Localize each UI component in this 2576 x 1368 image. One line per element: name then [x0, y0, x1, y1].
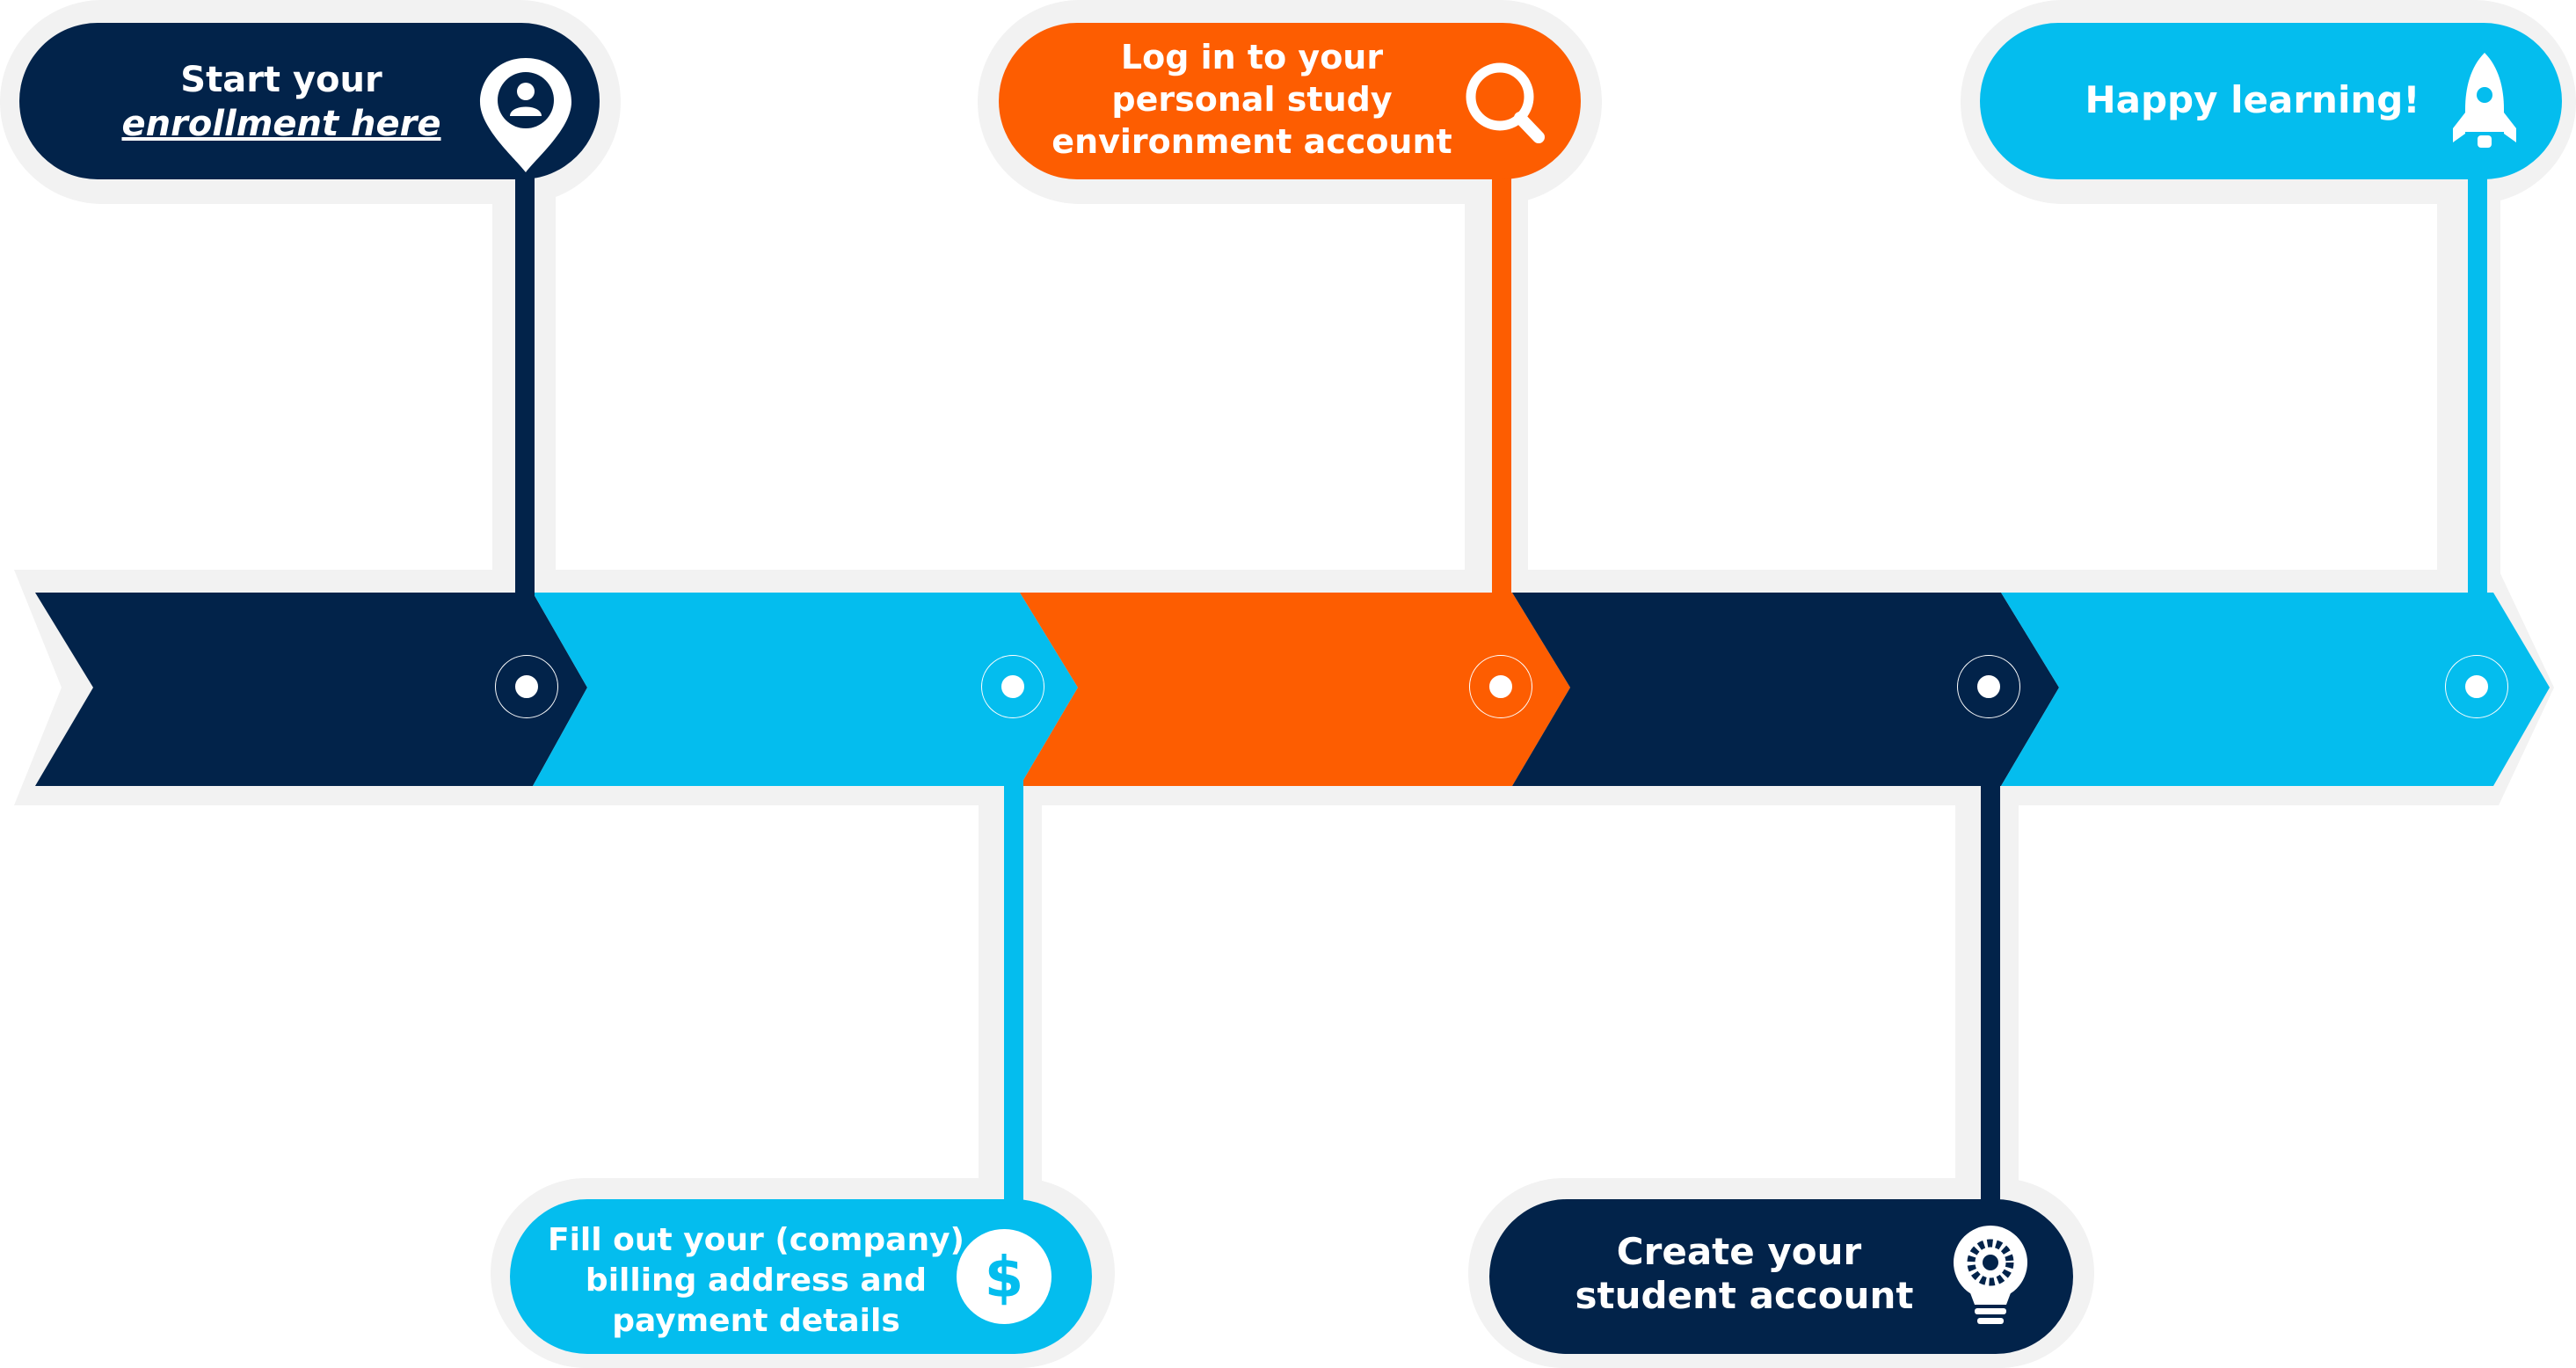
step-billing-line-2: billing address and [586, 1262, 927, 1299]
connector-line-5 [2468, 176, 2487, 686]
step-login-pill [999, 23, 1581, 179]
enrollment-link[interactable]: enrollment here [121, 104, 440, 144]
step-create-account-line-1: Create your [1617, 1230, 1862, 1273]
step-start-enrollment: Start your enrollment here [19, 23, 600, 179]
step-happy-learning-pill [1980, 23, 2562, 179]
step-billing-line-3: payment details [612, 1303, 900, 1339]
connector-line-2 [1004, 686, 1023, 1213]
step-login-line-3: environment account [1052, 122, 1452, 161]
connector-line-1 [515, 176, 535, 686]
step-happy-learning-text: Happy learning! [2085, 78, 2420, 121]
step-login: Log in to your personal study environmen… [999, 23, 1581, 179]
hook-2 [982, 656, 1044, 717]
location-pin-user-icon [480, 58, 571, 172]
chevron-segment-3 [1020, 593, 1570, 786]
step-create-account-line-2: student account [1575, 1274, 1914, 1317]
dollar-icon: $ [957, 1229, 1052, 1324]
search-icon [1466, 62, 1545, 143]
hook-1 [496, 656, 557, 717]
step-billing-pill [510, 1199, 1092, 1354]
connector-line-4 [1981, 686, 2000, 1213]
step-login-line-1: Log in to your [1121, 38, 1383, 76]
connector-line-3 [1492, 176, 1511, 686]
hook-5 [2446, 656, 2507, 717]
step-happy-learning: Happy learning! [1980, 23, 2562, 179]
step-start-enrollment-pill [19, 23, 600, 179]
chevron-segment-1 [35, 593, 587, 786]
chevron-bar [35, 593, 2550, 786]
chevron-segment-5 [2001, 593, 2550, 786]
hook-3 [1470, 656, 1532, 717]
hook-4 [1958, 656, 2019, 717]
step-login-line-2: personal study [1111, 80, 1392, 119]
step-start-enrollment-text: Start your [180, 60, 382, 100]
rocket-icon [2453, 53, 2516, 148]
enrollment-link-text[interactable]: enrollment here [121, 104, 440, 144]
step-billing-line-1: Fill out your (company) [548, 1222, 964, 1258]
chevron-segment-2 [533, 593, 1078, 786]
step-billing: Fill out your (company) billing address … [510, 1199, 1092, 1354]
connectors [515, 176, 2487, 1213]
hooks [495, 655, 2508, 718]
svg-text:$: $ [985, 1246, 1024, 1311]
lightbulb-gear-icon [1954, 1226, 2027, 1324]
chevron-segment-4 [1512, 593, 2059, 786]
step-create-account: Create your student account [1489, 1199, 2073, 1354]
step-create-account-pill [1489, 1199, 2073, 1354]
